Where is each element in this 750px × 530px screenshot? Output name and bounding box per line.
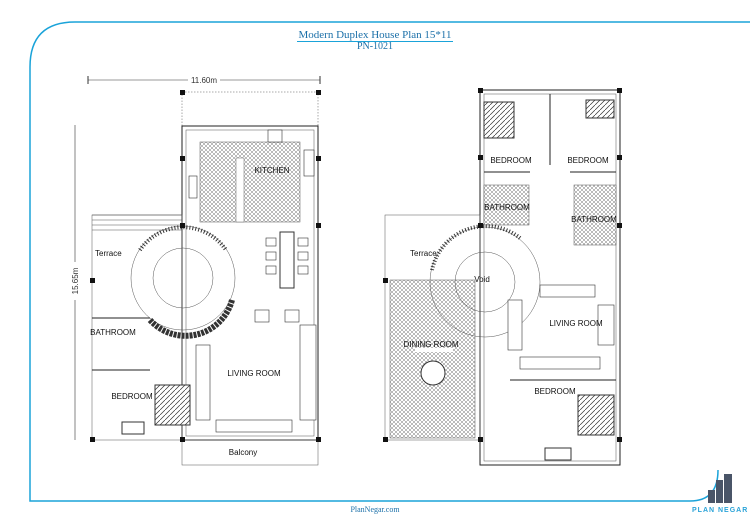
plan-title: Modern Duplex House Plan 15*11 bbox=[296, 29, 454, 42]
room-label-bathroom-2: BATHROOM bbox=[571, 215, 617, 224]
website-link[interactable]: PlanNegar.com bbox=[350, 505, 400, 514]
height-dimension: 15.65m bbox=[71, 267, 80, 294]
room-label-kitchen: KITCHEN bbox=[254, 166, 289, 175]
room-label-dining-room: DINING ROOM bbox=[403, 340, 458, 349]
logo-text: PLAN NEGAR bbox=[692, 507, 749, 514]
label-void: Void bbox=[474, 275, 490, 284]
plan-negar-logo bbox=[708, 474, 732, 503]
sheet-frame bbox=[29, 21, 750, 502]
room-label-terrace-upper: Terrace bbox=[410, 249, 437, 258]
width-dimension: 11.60m bbox=[191, 76, 217, 85]
room-label-terrace: Terrace bbox=[95, 249, 122, 258]
room-label-bedroom-3: BEDROOM bbox=[534, 387, 576, 396]
room-label-balcony: Balcony bbox=[229, 448, 257, 457]
room-label-living-room-upper: LIVING ROOM bbox=[549, 319, 603, 328]
room-label-bathroom: BATHROOM bbox=[90, 328, 136, 337]
room-label-bedroom: BEDROOM bbox=[111, 392, 153, 401]
room-label-bathroom-1: BATHROOM bbox=[484, 203, 530, 212]
first-floor-plan: BEDROOM BEDROOM BATHROOM BATHROOM Terrac… bbox=[383, 88, 622, 466]
room-label-bedroom-2: BEDROOM bbox=[567, 156, 609, 165]
plan-code: PN-1021 bbox=[356, 41, 394, 52]
room-label-bedroom-1: BEDROOM bbox=[490, 156, 532, 165]
room-label-living-room: LIVING ROOM bbox=[227, 369, 281, 378]
ground-floor-plan: 11.60m 15.65m KITCHEN Terrace bbox=[70, 75, 321, 466]
